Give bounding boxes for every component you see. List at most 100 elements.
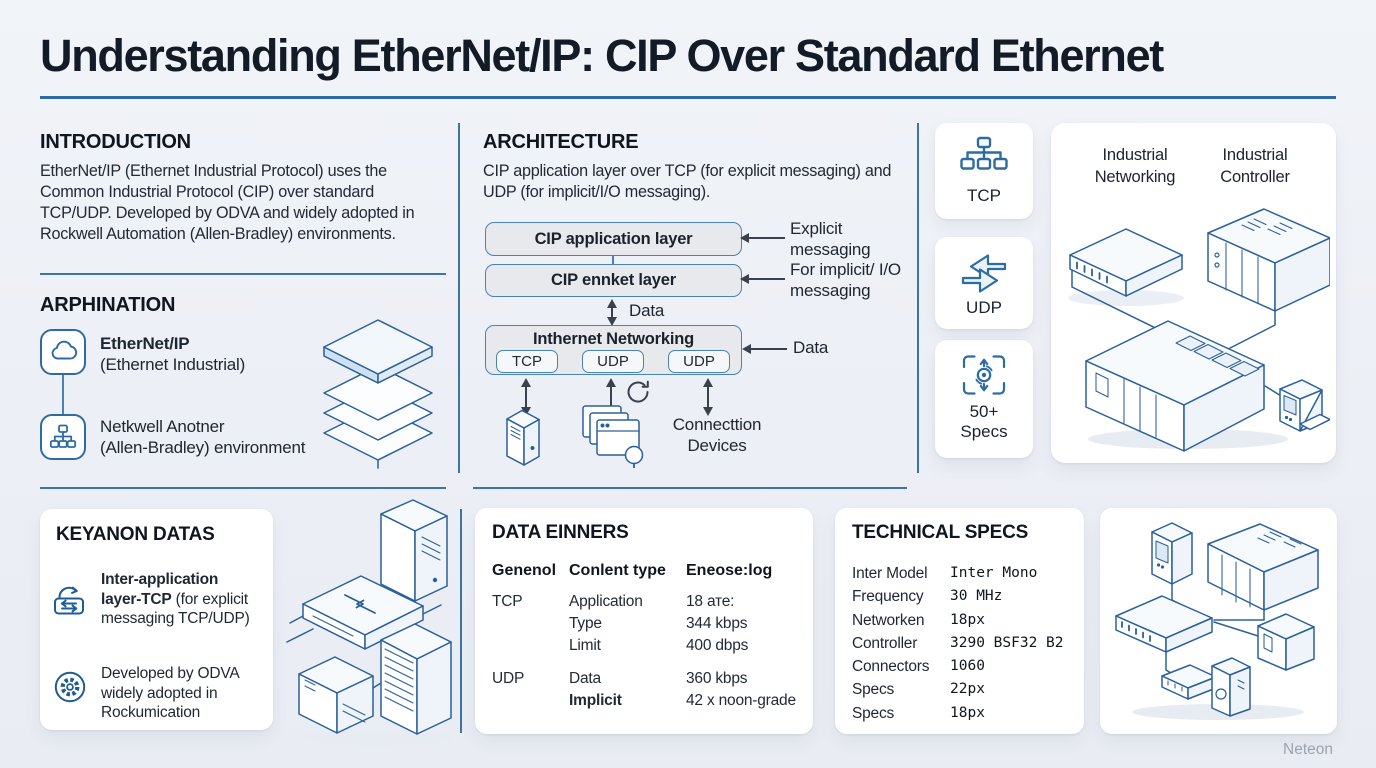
type-cell: Type bbox=[569, 615, 602, 632]
technical-specs-card: TECHNICAL SPECS Inter Model Inter Mono F… bbox=[835, 508, 1084, 734]
value-cell: 344 kbps bbox=[686, 615, 748, 632]
protocol-card-label: TCP bbox=[967, 186, 1001, 205]
explicit-arrow bbox=[740, 232, 785, 244]
type-cell: Application bbox=[569, 593, 643, 610]
spec-value: Inter Mono bbox=[950, 565, 1038, 581]
diagram-connector bbox=[612, 256, 614, 264]
data-table: Genenol Conlent type Eneose:log TCP Appl… bbox=[492, 562, 796, 712]
arphination-item-subtitle: (Allen-Bradley) environment bbox=[100, 438, 306, 458]
refresh-icon bbox=[627, 380, 649, 403]
intro-body: EtherNet/IP (Ethernet Industrial Protoco… bbox=[40, 162, 415, 244]
intro-heading: INTRODUCTION bbox=[40, 131, 191, 153]
data-table-header-row: Genenol Conlent type Eneose:log bbox=[492, 562, 796, 580]
data-right-arrow bbox=[742, 343, 787, 355]
column-divider bbox=[458, 123, 460, 473]
column-header: Eneose:log bbox=[686, 562, 773, 579]
type-cell: Data bbox=[569, 670, 601, 687]
architecture-heading: ARCHITECTURE bbox=[483, 131, 639, 153]
protocol-card-udp: UDP bbox=[935, 237, 1033, 329]
udp-swap-arrows-icon bbox=[961, 254, 1007, 293]
spec-label: Controller bbox=[852, 634, 918, 652]
protocol-card-label: 50+ Specs bbox=[960, 402, 1008, 441]
column-divider bbox=[917, 123, 919, 473]
technical-specs-heading: TECHNICAL SPECS bbox=[852, 522, 1029, 543]
app-windows-magnifier-icon bbox=[582, 405, 644, 468]
spec-value: 18px bbox=[950, 704, 985, 721]
connection-devices-label: Connecttion Devices bbox=[672, 415, 762, 455]
key-datas-item: Inter-application layer-TCP (for explici… bbox=[101, 570, 256, 629]
sync-loop-icon bbox=[54, 586, 84, 615]
spec-value: 30 MHz bbox=[950, 588, 1003, 605]
diagram-box-cip-transport: CIP ennket layer bbox=[485, 264, 742, 297]
tcp-hierarchy-icon bbox=[960, 136, 1008, 170]
key-datas-card: KEYANON DATAS Inter-application layer-TC… bbox=[40, 509, 273, 730]
tcp-device-arrow bbox=[520, 378, 532, 416]
arphination-item-title: Netkwell Anotner bbox=[100, 417, 225, 436]
data-flow-label: Data bbox=[629, 301, 665, 320]
gear-circle-icon bbox=[54, 671, 86, 703]
network-tree-icon bbox=[40, 414, 86, 460]
spec-value: 18px bbox=[950, 611, 985, 628]
architecture-body: CIP application layer over TCP (for expl… bbox=[483, 162, 892, 202]
network-devices-illustration bbox=[1115, 522, 1319, 720]
arphination-heading: ARPHINATION bbox=[40, 294, 176, 316]
spec-label: Inter Model bbox=[852, 565, 928, 582]
explicit-label: Explicit messaging bbox=[790, 219, 871, 259]
table-group-udp: UDP Data 360 kbps Implicit 42 x noon-gra… bbox=[492, 668, 796, 712]
data-table-heading: DATA EINNERS bbox=[492, 522, 629, 543]
protocol-card-specs: 50+ Specs bbox=[935, 340, 1033, 458]
chip-udp-2: UDP bbox=[668, 350, 730, 373]
implicit-label: For implicit/ I/O messaging bbox=[790, 260, 901, 300]
key-datas-item-bold: Inter-application layer-TCP bbox=[101, 571, 219, 608]
value-cell: 42 x noon-grade bbox=[686, 692, 796, 709]
spec-label: Specs bbox=[852, 681, 895, 699]
industrial-controller-label: Industrial Controller bbox=[1220, 146, 1290, 186]
table-group-tcp: TCP Application 18 ате: Type 344 kbps Li… bbox=[492, 591, 796, 657]
column-header: Conlent type bbox=[569, 562, 666, 579]
diagram-box-title: Inthernet Networking bbox=[532, 330, 694, 348]
value-cell: 360 kbps bbox=[686, 670, 748, 687]
key-datas-item: Developed by ODVA widely adopted in Rock… bbox=[101, 664, 259, 723]
protocol-cell: UDP bbox=[492, 670, 525, 687]
connection-device-arrow bbox=[702, 378, 714, 416]
arphination-item-title: EtherNet/IP bbox=[100, 334, 190, 353]
diagram-box-cip-application: CIP application layer bbox=[485, 222, 742, 256]
chip-tcp: TCP bbox=[496, 350, 558, 373]
stacked-layers-illustration bbox=[323, 319, 433, 469]
specs-scan-gear-icon bbox=[962, 355, 1006, 395]
section-divider bbox=[473, 487, 907, 489]
protocol-card-tcp: TCP bbox=[935, 123, 1033, 219]
chip-udp-1: UDP bbox=[582, 350, 644, 373]
spec-value: 1060 bbox=[950, 658, 985, 675]
data-table-card: DATA EINNERS Genenol Conlent type Eneose… bbox=[475, 508, 813, 734]
protocol-card-label: UDP bbox=[966, 298, 1002, 317]
arphination-item-subtitle: (Ethernet Industrial) bbox=[100, 355, 246, 375]
brand-watermark: Neteon bbox=[1283, 741, 1333, 758]
spec-label: Connectors bbox=[852, 658, 930, 676]
page-title: Understanding EtherNet/IP: CIP Over Stan… bbox=[40, 30, 1164, 81]
key-datas-heading: KEYANON DATAS bbox=[56, 524, 215, 545]
data-flow-arrow bbox=[606, 299, 618, 326]
column-divider bbox=[460, 509, 462, 733]
arphination-item: EtherNet/IP (Ethernet Industrial) bbox=[100, 333, 320, 376]
diagram-box-internet-networking: Inthernet Networking TCP UDP UDP bbox=[485, 325, 742, 375]
title-underline bbox=[40, 96, 1336, 99]
spec-label: Frequency bbox=[852, 588, 924, 606]
technical-specs-list: Inter Model Inter Mono Frequency 30 MHz … bbox=[852, 562, 1067, 725]
protocol-cell: TCP bbox=[492, 593, 523, 610]
industrial-network-illustration bbox=[1068, 208, 1330, 452]
architecture-diagram: CIP application layer CIP ennket layer D… bbox=[483, 218, 923, 474]
key-datas-item-rest: (for explicit messaging TCP/UDP) bbox=[101, 590, 250, 628]
spec-label: Specs bbox=[852, 704, 895, 722]
network-illustration-card bbox=[1100, 508, 1337, 734]
server-tower-icon bbox=[506, 409, 540, 466]
spec-value: 22px bbox=[950, 681, 985, 698]
data-right-label: Data bbox=[793, 338, 829, 357]
spec-value: 3290 BSF32 B2 bbox=[950, 634, 1064, 651]
type-cell: Limit bbox=[569, 637, 601, 654]
implicit-arrow bbox=[740, 273, 785, 285]
arphination-connector bbox=[62, 375, 64, 414]
key-datas-item-rest: Developed by ODVA widely adopted in Rock… bbox=[101, 665, 239, 722]
column-header: Genenol bbox=[492, 562, 557, 579]
